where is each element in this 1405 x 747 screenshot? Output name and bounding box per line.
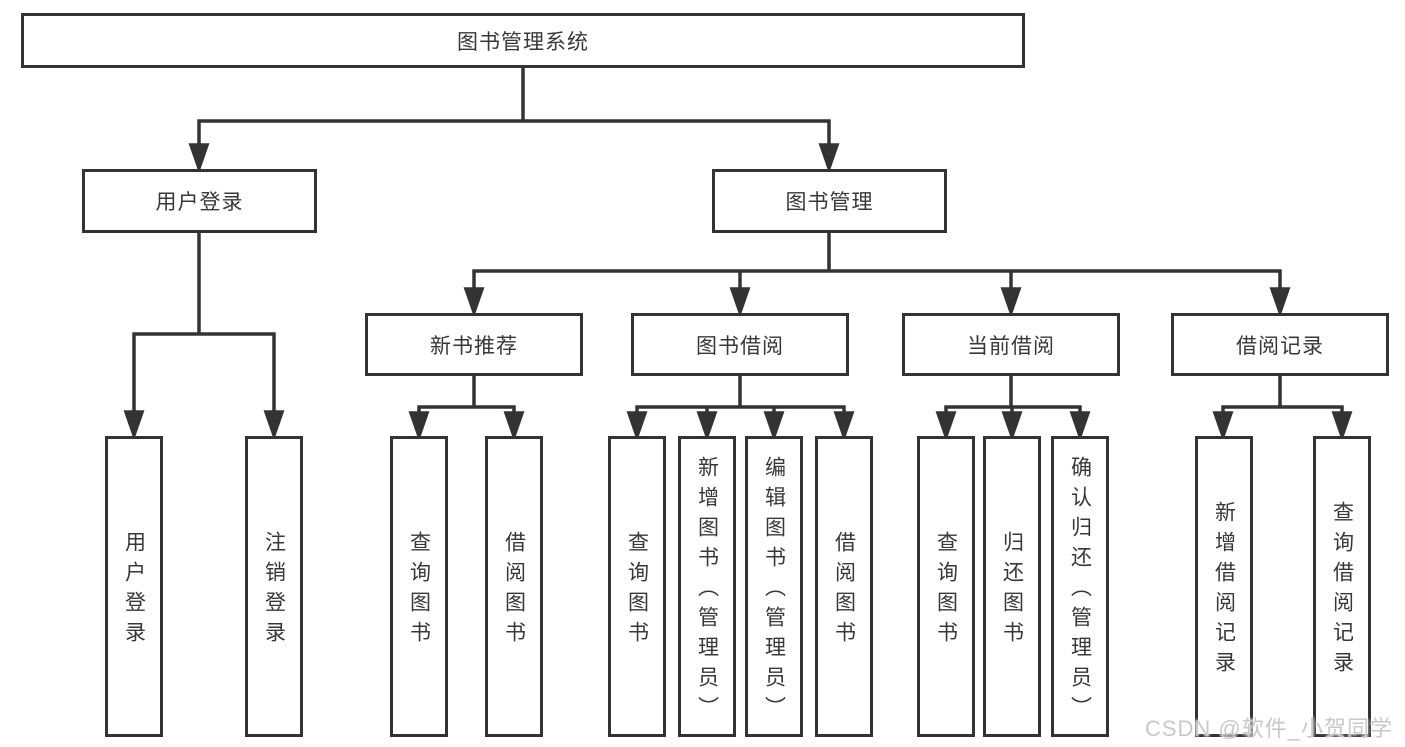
leaf-logout: 注销登录 [245,436,303,737]
leaf-label: 查询图书 [934,531,958,651]
leaf-confirm-return-admin: 确认归还（管理员） [1051,436,1109,737]
leaf-label: 新增图书（管理员） [695,456,719,726]
leaf-label: 归还图书 [1000,531,1024,651]
node-borrowing-records: 借阅记录 [1171,313,1389,376]
leaf-label: 查询图书 [407,531,431,651]
csdn-watermark: CSDN @软件_小贺同学 [1144,716,1393,741]
leaf-label: 注销登录 [262,531,286,651]
leaf-query-borrow-record: 查询借阅记录 [1313,436,1371,737]
node-library-management-system: 图书管理系统 [21,13,1025,68]
leaf-label: 新增借阅记录 [1212,501,1236,681]
leaf-borrow-books: 借阅图书 [815,436,873,737]
leaf-label: 确认归还（管理员） [1068,456,1092,726]
leaf-edit-books-admin: 编辑图书（管理员） [745,436,803,737]
leaf-add-borrow-record: 新增借阅记录 [1195,436,1253,737]
node-book-management: 图书管理 [712,169,947,233]
leaf-return-books: 归还图书 [983,436,1041,737]
leaf-query-books-recommend: 查询图书 [390,436,448,737]
leaf-label: 借阅图书 [832,531,856,651]
leaf-borrow-books-recommend: 借阅图书 [485,436,543,737]
leaf-label: 查询借阅记录 [1330,501,1354,681]
leaf-query-books-current: 查询图书 [917,436,975,737]
leaf-label: 借阅图书 [502,531,526,651]
leaf-query-books-borrowing: 查询图书 [608,436,666,737]
leaf-user-login: 用户登录 [105,436,163,737]
node-current-borrowing: 当前借阅 [902,313,1120,376]
leaf-label: 查询图书 [625,531,649,651]
leaf-label: 用户登录 [122,531,146,651]
leaf-add-books-admin: 新增图书（管理员） [678,436,736,737]
node-new-book-recommendation: 新书推荐 [365,313,583,376]
node-user-login: 用户登录 [82,169,317,233]
node-book-borrowing: 图书借阅 [631,313,849,376]
leaf-label: 编辑图书（管理员） [762,456,786,726]
